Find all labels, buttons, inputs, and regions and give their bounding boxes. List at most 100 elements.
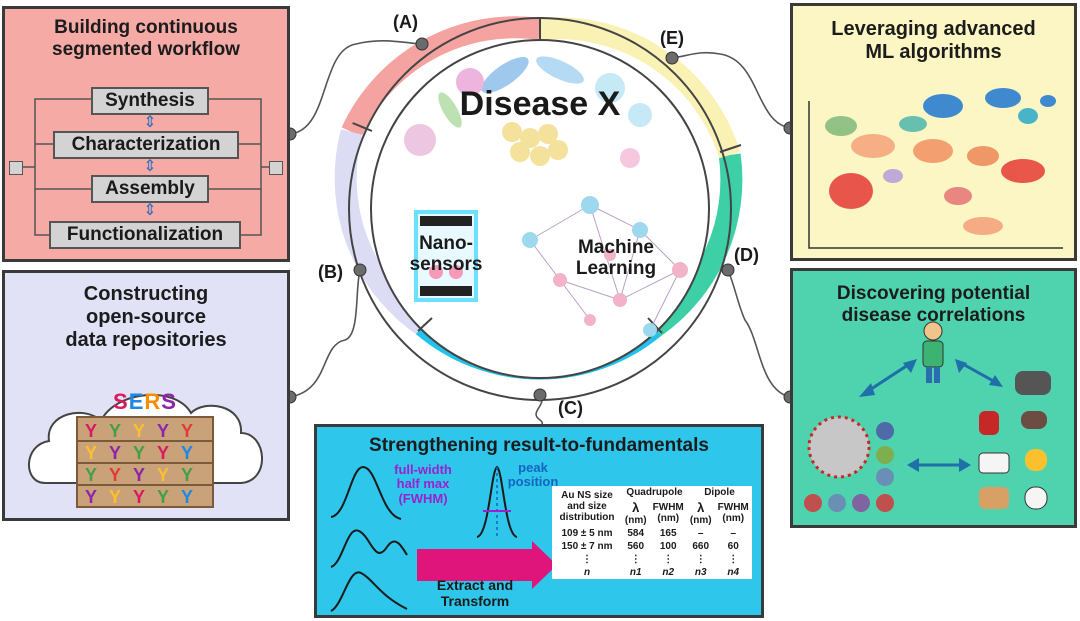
table-subheader: λ(nm) [622, 499, 649, 527]
table-cell: 660 [692, 541, 710, 552]
svg-text:Y: Y [133, 465, 145, 485]
virus-icon [807, 415, 871, 479]
ring-divider [352, 122, 373, 132]
workflow-bracket [17, 98, 273, 236]
fwhm-label: full-width half max (FWHM) [394, 462, 452, 506]
svg-text:Y: Y [85, 465, 97, 485]
connector-b [289, 269, 361, 398]
camel-icon [979, 487, 1009, 509]
table-row: n n1 n2 n3 n4 [552, 566, 752, 579]
table-cell: n4 [727, 567, 740, 578]
connector-node-b-ring [353, 263, 367, 277]
bacteria-shape [438, 92, 462, 128]
sers-letter: E [128, 389, 145, 414]
double-arrow-icon: ⇕ [143, 158, 157, 175]
step-functionalization: Functionalization [49, 221, 241, 249]
svg-text:Y: Y [157, 465, 169, 485]
machine-learning-label: Machine Learning [575, 237, 657, 279]
chick-icon [1025, 449, 1047, 471]
table-cell: ⋮ [695, 554, 706, 565]
table-cell: ⋮ [663, 554, 674, 565]
panel-d-title: Discovering potential disease correlatio… [836, 283, 1031, 326]
bat-icon [1015, 371, 1051, 395]
connector-a [289, 40, 421, 135]
lambda-symbol: λ [632, 500, 640, 515]
label-b: (B) [318, 262, 343, 282]
virus-shape [595, 73, 625, 103]
svg-text:Y: Y [109, 421, 121, 441]
connector-node-c-ring [533, 388, 547, 402]
fwhm-text: FWHM [717, 502, 749, 513]
coccus-shape [538, 124, 558, 144]
virus-shape [404, 124, 436, 156]
label-e: (E) [660, 28, 684, 48]
double-arrow-icon: ⇕ [143, 114, 157, 131]
connector-node-a-ring [415, 37, 429, 51]
svg-text:Y: Y [133, 487, 145, 507]
svg-text:Y: Y [181, 421, 193, 441]
sers-letter: S [161, 389, 177, 414]
workflow-output-node [269, 161, 283, 175]
panel-data-repositories: Constructing open-source data repositori… [2, 270, 290, 521]
coccus-shape [530, 146, 550, 166]
svg-text:Y: Y [157, 443, 169, 463]
virus-shape [456, 68, 484, 96]
svg-text:Y: Y [133, 443, 145, 463]
table-cell: 560 [627, 541, 645, 552]
sers-letter: R [144, 389, 162, 414]
cow-icon [978, 452, 1010, 474]
panel-ml-algorithms: Leveraging advanced ML algorithms [790, 3, 1077, 261]
mouse-icon [1021, 411, 1047, 429]
ring-segment-a [341, 16, 542, 137]
table-cell: 100 [659, 541, 677, 552]
svg-text:Y: Y [157, 421, 169, 441]
table-cell: ⋮ [630, 554, 641, 565]
center-title: Disease X [459, 85, 621, 123]
unit: (nm) [624, 515, 647, 526]
table-cell: – [730, 528, 736, 539]
svg-text:Y: Y [85, 487, 97, 507]
fwhm-text: FWHM [652, 502, 684, 513]
label-c: (C) [558, 398, 583, 418]
table-cell: n [583, 567, 591, 578]
unit: (nm) [657, 513, 680, 524]
virus-shape [628, 103, 652, 127]
svg-text:Y: Y [109, 487, 121, 507]
table-header-size: Au NS size and size distribution [559, 490, 615, 523]
neural-network-graphic [522, 196, 688, 337]
connector-node-d-ring [721, 263, 735, 277]
table-cell: ⋮ [582, 554, 592, 565]
svg-text:Y: Y [109, 465, 121, 485]
table-row: 109 ± 5 nm 584 165 – – [552, 527, 752, 540]
coccus-shape [548, 140, 568, 160]
ring-divider [719, 144, 742, 153]
table-cell: n1 [629, 567, 642, 578]
label-d: (D) [734, 245, 759, 265]
step-synthesis: Synthesis [91, 87, 209, 115]
bacteria-shape [536, 56, 584, 84]
svg-text:Y: Y [157, 487, 169, 507]
bird-icon [979, 411, 999, 435]
svg-text:Y: Y [109, 443, 121, 463]
umap-scatter-graphic [808, 88, 1063, 249]
coccus-shape [520, 128, 540, 148]
lambda-symbol: λ [697, 500, 705, 515]
table-subheader: λ(nm) [687, 499, 714, 527]
extract-transform-label: Extract and Transform [436, 577, 514, 610]
rabbit-icon [1024, 486, 1048, 510]
panel-b-title: Constructing open-source data repositori… [65, 283, 227, 351]
table-subheader: FWHM(nm) [714, 499, 752, 527]
connector-node-e-ring [665, 51, 679, 65]
connector-e [671, 51, 791, 129]
table-cell: – [697, 528, 704, 539]
table-cell: n2 [662, 567, 675, 578]
unit: (nm) [689, 515, 712, 526]
svg-text:Y: Y [181, 487, 193, 507]
table-row: 150 ± 7 nm 560 100 660 60 [552, 540, 752, 553]
step-assembly: Assembly [91, 175, 209, 203]
person-icon [923, 321, 943, 341]
sers-label: SERS [113, 389, 177, 415]
table-cell: 150 ± 7 nm [561, 541, 613, 552]
ring-segment-b [334, 129, 430, 335]
